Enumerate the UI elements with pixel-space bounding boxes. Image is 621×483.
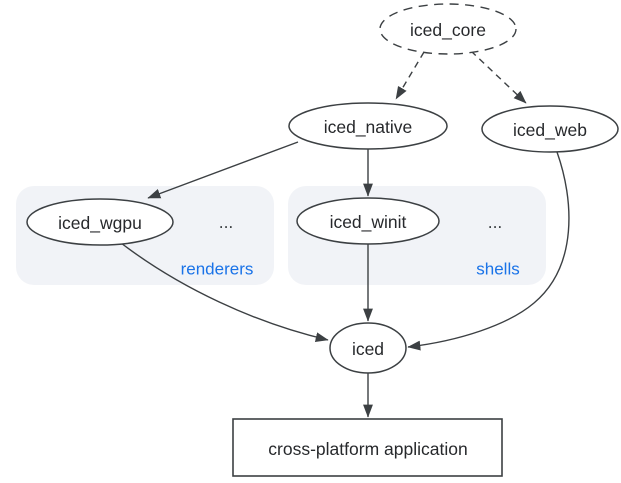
iced-winit-label: iced_winit bbox=[330, 212, 407, 233]
node-iced-web: iced_web bbox=[481, 105, 619, 153]
iced-web-label: iced_web bbox=[513, 120, 587, 141]
node-iced-native: iced_native bbox=[288, 102, 448, 150]
edge-core-to-native bbox=[395, 51, 425, 100]
shells-ellipsis: ... bbox=[488, 212, 503, 232]
iced-wgpu-label: iced_wgpu bbox=[58, 213, 142, 234]
app-label: cross-platform application bbox=[268, 439, 467, 459]
edge-native-to-wgpu bbox=[147, 141, 299, 199]
iced-shape bbox=[329, 322, 407, 374]
iced-core-label: iced_core bbox=[410, 20, 486, 41]
iced-wgpu-shape bbox=[26, 198, 174, 246]
iced-native-label: iced_native bbox=[324, 117, 413, 138]
renderers-ellipsis: ... bbox=[219, 212, 234, 232]
renderers-group-label: renderers bbox=[181, 260, 254, 279]
iced-label: iced bbox=[352, 339, 384, 359]
iced-web-shape bbox=[481, 105, 619, 153]
node-cross-platform-application: cross-platform application bbox=[232, 418, 503, 477]
node-iced-core: iced_core bbox=[379, 3, 517, 55]
iced-native-shape bbox=[288, 102, 448, 150]
edge-web-to-iced bbox=[407, 151, 570, 351]
edge-wgpu-to-iced bbox=[120, 242, 329, 343]
shells-group-label: shells bbox=[476, 260, 519, 279]
node-iced-wgpu: iced_wgpu bbox=[26, 198, 174, 246]
edge-core-to-web bbox=[470, 50, 527, 104]
app-shape bbox=[232, 418, 503, 477]
iced-winit-shape bbox=[296, 197, 440, 245]
node-iced: iced bbox=[329, 322, 407, 374]
node-iced-winit: iced_winit bbox=[296, 197, 440, 245]
iced-core-shape bbox=[379, 3, 517, 55]
